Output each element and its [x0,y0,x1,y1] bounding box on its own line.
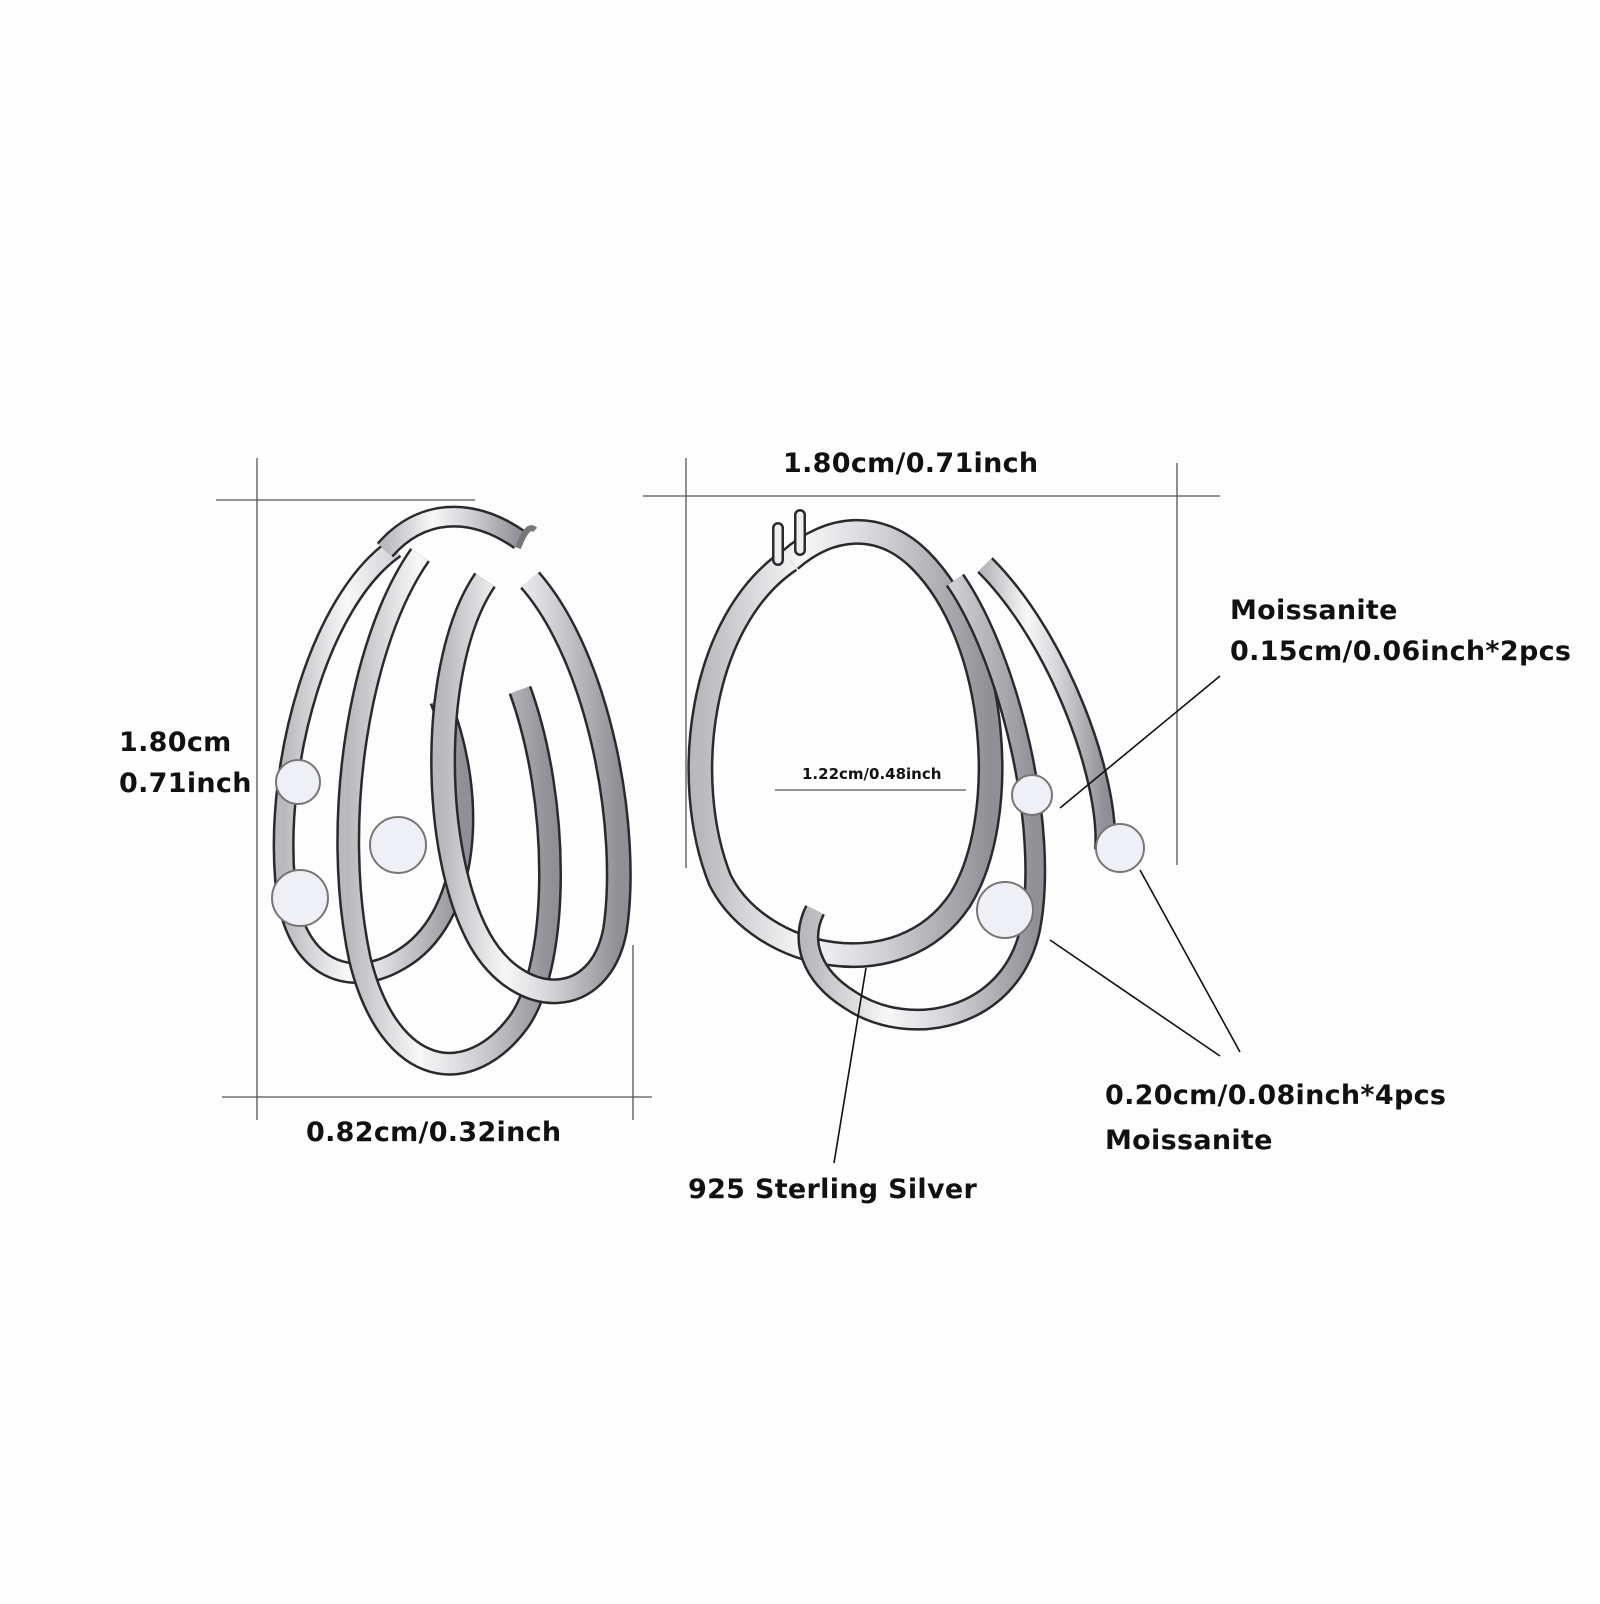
large-stone-callout: 0.20cm/0.08inch*4pcs Moissanite [1105,1072,1446,1161]
large-stone-name: Moissanite [1105,1125,1273,1156]
left-stones [271,759,427,927]
left-dimension-lines [216,458,652,1120]
left-height-label: 1.80cm 0.71inch [119,722,252,804]
right-width-label: 1.80cm/0.71inch [783,448,1039,479]
right-dimension-lines [643,458,1220,868]
small-stone-spec: 0.15cm/0.06inch*2pcs [1230,636,1572,667]
left-height-inch: 0.71inch [119,768,252,799]
left-width-label: 0.82cm/0.32inch [306,1117,562,1148]
right-stones [976,774,1145,939]
small-stone-callout: Moissanite 0.15cm/0.06inch*2pcs [1230,590,1571,672]
material-callout: 925 Sterling Silver [688,1174,978,1205]
left-earring [271,505,632,1076]
large-stone-spec: 0.20cm/0.08inch*4pcs [1105,1080,1447,1111]
leader-lines [833,675,1241,1164]
right-inner-width-label: 1.22cm/0.48inch [802,765,942,783]
right-earring [687,509,1145,1031]
left-height-cm: 1.80cm [119,727,232,758]
small-stone-name: Moissanite [1230,595,1398,626]
